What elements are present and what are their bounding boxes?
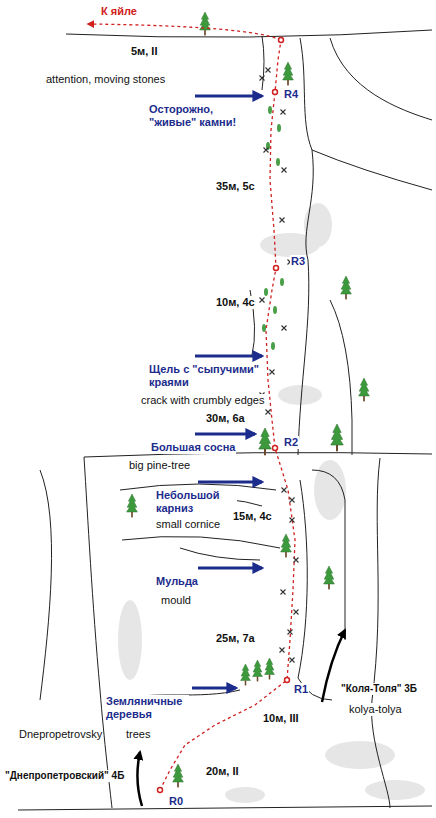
feature-note: Мульда [155, 575, 199, 588]
bolt-mark [280, 218, 285, 223]
bolt-mark [260, 68, 299, 663]
feature-note: trees [125, 728, 151, 741]
belay-number: R3 [290, 255, 306, 268]
bolt-mark [282, 488, 287, 493]
bolt-mark [294, 558, 299, 563]
bolt-mark [281, 110, 286, 115]
bolt-mark [290, 658, 295, 663]
bolt-mark [294, 610, 299, 615]
pitch-grade: 15м, 4с [232, 510, 273, 523]
bolt-mark [288, 630, 293, 635]
bolt-mark [266, 410, 271, 415]
bolt-mark [264, 148, 269, 153]
bolt-mark [270, 370, 275, 375]
feature-note: mould [160, 594, 192, 607]
pitch-grade: 10м, 4с [215, 296, 256, 309]
pitch-grade: 25м, 7а [215, 632, 256, 645]
feature-note: Небольшой карниз [155, 489, 237, 515]
descent-arrow [88, 24, 281, 40]
pitch-grade: 20м, II [205, 765, 240, 778]
pitch-grade: 10м, III [262, 712, 300, 725]
ivy [262, 106, 284, 350]
pine-tree [127, 12, 370, 787]
feature-note: Земляничные деревья [105, 695, 189, 721]
warning-note: Осторожно, "живые" камни! [148, 103, 246, 129]
bolt-mark [282, 168, 287, 173]
belay-station [158, 38, 290, 793]
pitch-grade: 35м, 5с [215, 180, 256, 193]
bolt-mark [260, 298, 265, 303]
belay-number: R1 [293, 683, 309, 696]
route-name: Dnepropetrovsky [18, 728, 103, 741]
feature-note: Щель с "сыпучими" краями [148, 363, 262, 389]
belay-number: R0 [168, 795, 184, 808]
route-name: kolya-tolya [348, 703, 403, 716]
pitch-grade: 5м, II [130, 45, 158, 58]
bolt-mark [282, 326, 287, 331]
route-line [160, 40, 295, 790]
pointer-arrow [192, 96, 262, 688]
feature-note: small cornice [155, 518, 221, 531]
route-name: "Днепропетровский" 4Б [4, 770, 125, 782]
rock-outline [18, 30, 432, 810]
feature-note: crack with crumbly edges [140, 394, 266, 407]
belay-number: R2 [283, 436, 299, 449]
warning-note: attention, moving stones [45, 73, 166, 86]
exit-label: К яйле [100, 5, 138, 18]
feature-note: Большая сосна [150, 441, 236, 454]
bolt-mark [290, 498, 295, 503]
route-name: "Коля-Толя" 3Б [340, 683, 418, 695]
bolt-mark [260, 76, 265, 81]
bolt-mark [290, 518, 295, 523]
belay-number: R4 [283, 88, 299, 101]
bolt-mark [266, 68, 271, 73]
feature-note: big pine-tree [128, 459, 191, 472]
pitch-grade: 30м, 6а [205, 412, 246, 425]
bolt-mark [281, 590, 286, 595]
bolt-mark [280, 648, 285, 653]
